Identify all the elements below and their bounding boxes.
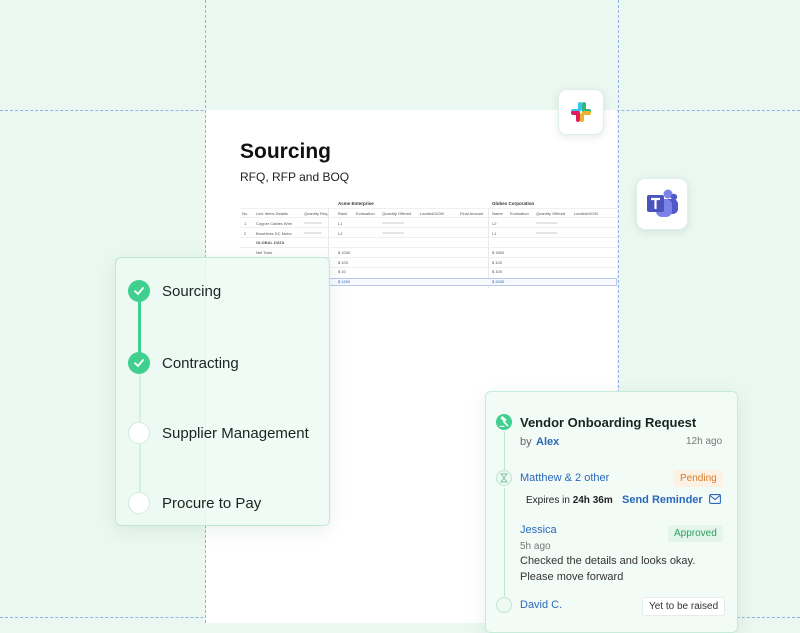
hourglass-icon (496, 470, 512, 486)
table-cell: $ 1000 (338, 250, 351, 255)
table-cell: L2 (492, 221, 497, 226)
stage-connector (138, 302, 141, 362)
vendor-header: Globex Corporation (492, 201, 535, 206)
placeholder-bar (304, 232, 322, 234)
expires-value: 24h 36m (572, 495, 613, 506)
stage-label: Supplier Management (162, 425, 309, 442)
table-divider (328, 208, 329, 288)
vendor-onboarding-card: Vendor Onboarding Request by Alex 12h ag… (485, 391, 738, 633)
table-cell: L2 (338, 231, 343, 236)
check-icon (128, 280, 150, 302)
table-cell: L1 (492, 231, 497, 236)
empty-circle-icon (128, 492, 150, 514)
placeholder-bar (304, 222, 322, 224)
timestamp: 5h ago (520, 541, 551, 552)
author-link[interactable]: Alex (536, 436, 560, 448)
status-badge: Approved (668, 525, 723, 542)
reminder-label: Send Reminder (622, 494, 703, 506)
table-cell: $ 10 (338, 269, 346, 274)
table-cell: Brushless DC Motor (256, 231, 292, 236)
by-label: by (520, 436, 532, 448)
table-divider (240, 247, 617, 248)
table-divider (240, 217, 617, 218)
empty-circle-icon (128, 422, 150, 444)
column-header: No (242, 211, 248, 216)
placeholder-bar (536, 232, 558, 234)
expires-text: Expires in 24h 36m (526, 495, 613, 506)
table-divider (240, 237, 617, 238)
teams-integration-button[interactable] (636, 178, 688, 230)
timestamp: 12h ago (686, 436, 723, 447)
status-badge: Yet to be raised (642, 597, 726, 616)
gavel-icon (496, 414, 512, 430)
table-divider (488, 208, 489, 288)
approver-name[interactable]: Jessica (520, 524, 557, 536)
totals-row (328, 278, 617, 286)
column-header: Quantity Req. (304, 211, 329, 216)
request-title: Vendor Onboarding Request (520, 415, 697, 430)
column-header: Quantity Offered (382, 211, 412, 216)
column-header: Name (492, 211, 503, 216)
workflow-stages-panel: Sourcing Contracting Supplier Management… (115, 257, 330, 526)
table-divider (240, 257, 617, 258)
column-header: Landed/UOM (574, 211, 598, 216)
mail-icon (708, 494, 721, 504)
guide-line (618, 0, 619, 623)
placeholder-bar (382, 232, 404, 234)
table-cell: $ 100 (338, 260, 349, 265)
comment-text: Checked the details and looks okay. (520, 555, 696, 567)
page-subtitle: RFQ, RFP and BOQ (240, 170, 350, 184)
stage-label: Procure to Pay (162, 495, 262, 512)
table-cell: $ 2000 (492, 279, 505, 284)
check-icon (128, 352, 150, 374)
column-header: Line Items Details (256, 211, 288, 216)
expires-label: Expires in (526, 495, 570, 506)
column-header: Rank (338, 211, 348, 216)
column-header: Landed/UOM (420, 211, 444, 216)
table-cell: 1 (244, 221, 247, 226)
table-divider (240, 208, 617, 209)
page-title: Sourcing (240, 140, 332, 163)
column-header: Evaluation (356, 211, 375, 216)
table-divider (240, 227, 617, 228)
send-reminder-button[interactable]: Send Reminder (622, 494, 721, 506)
table-divider (240, 267, 617, 268)
timeline-connector (504, 432, 505, 472)
column-header: Final Amount (460, 211, 484, 216)
stage-label: Contracting (162, 355, 239, 372)
table-cell: Copper Cables Wire (256, 221, 293, 226)
column-header: Evaluation (510, 211, 529, 216)
stage-connector (138, 444, 141, 500)
table-cell: $ 100 (492, 269, 503, 274)
empty-circle-icon (496, 597, 512, 613)
slack-integration-button[interactable] (558, 89, 604, 135)
table-cell: 2 (244, 231, 247, 236)
section-label: GLOBAL DATA (256, 240, 285, 245)
placeholder-bar (536, 222, 558, 224)
placeholder-bar (382, 222, 404, 224)
comparison-table-preview: Acme Enterprise Globex Corporation No Li… (240, 198, 617, 288)
comment-text: Please move forward (520, 571, 624, 583)
timeline-connector (504, 488, 505, 596)
table-cell: $ 100 (492, 260, 503, 265)
vendor-header: Acme Enterprise (338, 201, 374, 206)
assignees-link[interactable]: Matthew & 2 other (520, 472, 610, 484)
column-header: Quantity Offered (536, 211, 566, 216)
table-cell: Net Total (256, 250, 272, 255)
stage-label: Sourcing (162, 283, 222, 300)
stage-connector (138, 374, 141, 438)
next-approver-link[interactable]: David C. (520, 599, 563, 611)
slack-icon (571, 102, 591, 122)
table-cell: $ 1200 (338, 279, 351, 284)
status-badge: Pending (674, 470, 723, 487)
table-cell: $ 1800 (492, 250, 505, 255)
table-cell: L1 (338, 221, 343, 226)
teams-icon (647, 189, 678, 217)
